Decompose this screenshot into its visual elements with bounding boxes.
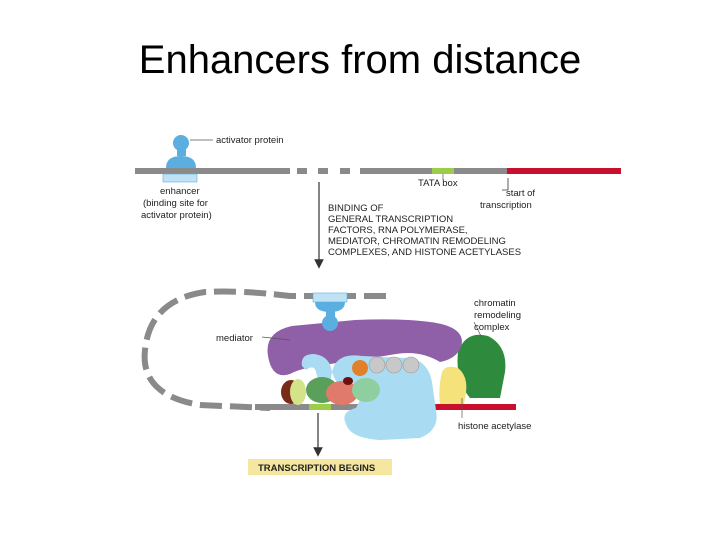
mediator-label: mediator bbox=[216, 333, 253, 344]
orange-factor bbox=[352, 360, 368, 376]
tata-box-top bbox=[432, 168, 454, 174]
dna-loop bbox=[141, 288, 386, 411]
teal-factor bbox=[352, 378, 380, 402]
histone-bead-1 bbox=[368, 356, 386, 374]
histone-bead-2 bbox=[385, 356, 403, 374]
chromatin-remodeling-line-1: chromatin bbox=[474, 298, 516, 309]
binding-step-line-1: BINDING OF bbox=[328, 203, 384, 214]
histone-acetylase-label: histone acetylase bbox=[458, 421, 531, 432]
enhancer-label-line-2: (binding site for bbox=[143, 198, 208, 209]
transcription-start-arrow bbox=[502, 178, 509, 191]
chromatin-remodeling-complex bbox=[457, 334, 506, 398]
activator-protein-top bbox=[166, 135, 196, 168]
tata-box-label: TATA box bbox=[418, 178, 458, 189]
start-of-transcription-line-2: transcription bbox=[480, 200, 532, 211]
enhancer-site bbox=[162, 173, 198, 183]
transcription-begins-box bbox=[248, 459, 392, 475]
chromatin-remodeling-line-2: remodeling bbox=[474, 310, 521, 321]
transcription-begins-label: TRANSCRIPTION BEGINS bbox=[258, 463, 375, 474]
chromatin-remodeling-line-3: complex bbox=[474, 322, 510, 333]
coding-region-bottom bbox=[383, 404, 516, 410]
binding-step-line-4: MEDIATOR, CHROMATIN REMODELING bbox=[328, 236, 506, 247]
activator-protein-bound bbox=[315, 302, 345, 331]
binding-step-line-5: COMPLEXES, AND HISTONE ACETYLASES bbox=[328, 247, 521, 258]
tata-box-bottom bbox=[309, 404, 331, 410]
binding-step-line-3: FACTORS, RNA POLYMERASE, bbox=[328, 225, 468, 236]
rna-polymerase bbox=[332, 355, 437, 440]
general-factor-hook bbox=[301, 354, 332, 384]
binding-step-line-2: GENERAL TRANSCRIPTION bbox=[328, 214, 453, 225]
lightgreen-factor bbox=[290, 379, 306, 405]
salmon-factor bbox=[326, 381, 358, 405]
start-of-transcription-line-1: start of bbox=[506, 188, 535, 199]
histone-bead-3 bbox=[402, 356, 420, 374]
slide-title: Enhancers from distance bbox=[138, 38, 582, 82]
coding-region-top bbox=[507, 168, 621, 174]
histone-acetylase bbox=[439, 366, 467, 404]
darkred-factor bbox=[343, 377, 353, 385]
enhancer-label-line-1: enhancer bbox=[160, 186, 200, 197]
activator-protein-label: activator protein bbox=[216, 135, 284, 146]
bound-enhancer-site bbox=[312, 292, 348, 303]
enhancer-label-line-3: activator protein) bbox=[141, 210, 212, 221]
